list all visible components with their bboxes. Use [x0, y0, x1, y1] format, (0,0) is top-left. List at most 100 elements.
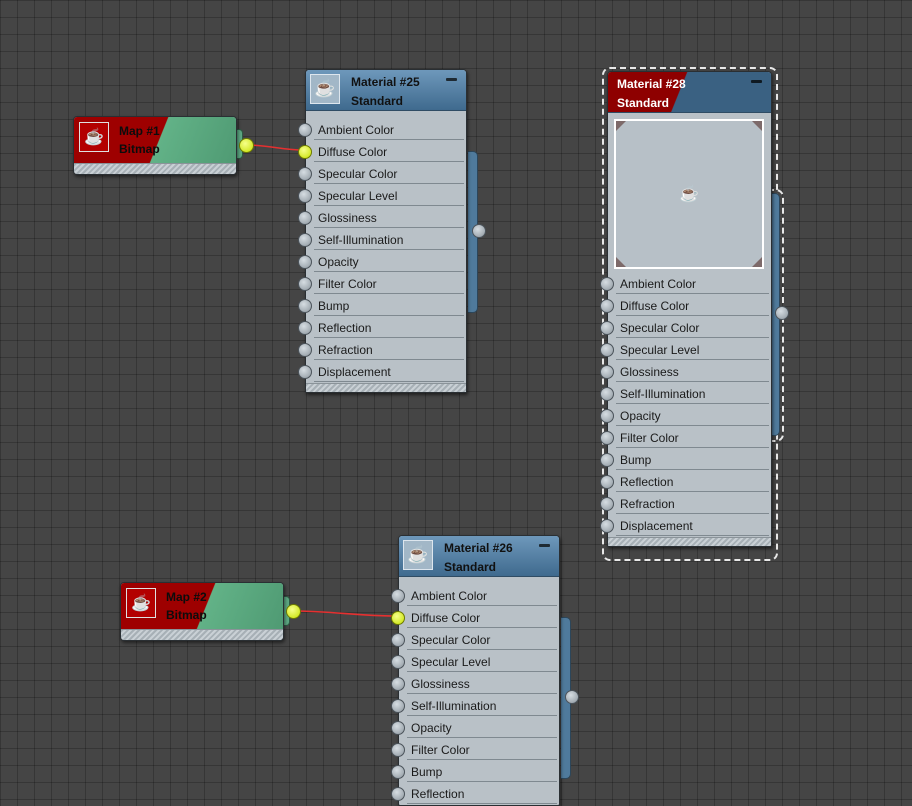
slot-self-illumination[interactable]: Self-Illumination [600, 383, 771, 405]
minimize-icon[interactable] [751, 80, 762, 83]
slot-socket[interactable] [298, 299, 312, 313]
slot-glossiness[interactable]: Glossiness [298, 207, 466, 229]
material-node-25[interactable]: ☕ Material #25 Standard Ambient Color Di… [298, 69, 467, 393]
slot-diffuse-color[interactable]: Diffuse Color [600, 295, 771, 317]
slot-filter-color[interactable]: Filter Color [298, 273, 466, 295]
slot-socket[interactable] [391, 677, 405, 691]
material-preview[interactable]: ☕ [614, 119, 764, 269]
minimize-icon[interactable] [539, 544, 550, 547]
material-node-26[interactable]: ☕ Material #26 Standard Ambient Color Di… [391, 535, 560, 806]
material28-subtitle: Standard [617, 96, 670, 110]
slot-diffuse-color[interactable]: Diffuse Color [298, 141, 466, 163]
wire-map2-to-material26[interactable] [291, 610, 397, 617]
teapot-icon: ☕ [679, 186, 699, 203]
slot-socket[interactable] [298, 233, 312, 247]
slot-specular-level[interactable]: Specular Level [391, 651, 559, 673]
slot-socket[interactable] [600, 453, 614, 467]
slot-socket[interactable] [600, 475, 614, 489]
slot-specular-level[interactable]: Specular Level [600, 339, 771, 361]
slot-reflection[interactable]: Reflection [391, 783, 559, 805]
slot-glossiness[interactable]: Glossiness [391, 673, 559, 695]
slot-socket[interactable] [298, 123, 312, 137]
minimize-icon[interactable] [446, 78, 457, 81]
slot-self-illumination[interactable]: Self-Illumination [298, 229, 466, 251]
wire-map1-to-material25[interactable] [245, 144, 305, 151]
material26-title: Material #26 [444, 541, 513, 555]
slot-socket[interactable] [298, 255, 312, 269]
slot-socket[interactable] [298, 321, 312, 335]
slot-socket[interactable] [600, 321, 614, 335]
teapot-icon: ☕ [126, 588, 156, 618]
map1-header[interactable]: ☕ Map #1 Bitmap [74, 117, 236, 163]
material26-header[interactable]: ☕ Material #26 Standard [399, 536, 559, 577]
slot-bump[interactable]: Bump [298, 295, 466, 317]
slot-glossiness[interactable]: Glossiness [600, 361, 771, 383]
slot-socket[interactable] [600, 299, 614, 313]
slot-reflection[interactable]: Reflection [298, 317, 466, 339]
slot-refraction[interactable]: Refraction [600, 493, 771, 515]
slot-filter-color[interactable]: Filter Color [391, 739, 559, 761]
slot-socket[interactable] [391, 765, 405, 779]
material28-header[interactable]: Material #28 Standard [608, 72, 771, 113]
map2-header[interactable]: ☕ Map #2 Bitmap [121, 583, 283, 629]
slot-socket[interactable] [600, 343, 614, 357]
slot-filter-color[interactable]: Filter Color [600, 427, 771, 449]
slot-specular-color[interactable]: Specular Color [600, 317, 771, 339]
slot-socket[interactable] [391, 743, 405, 757]
slot-ambient-color[interactable]: Ambient Color [391, 585, 559, 607]
material28-resize-handle[interactable] [608, 537, 771, 546]
slot-opacity[interactable]: Opacity [391, 717, 559, 739]
slot-opacity[interactable]: Opacity [600, 405, 771, 427]
slot-ambient-color[interactable]: Ambient Color [600, 273, 771, 295]
slot-socket[interactable] [391, 721, 405, 735]
slot-bump[interactable]: Bump [600, 449, 771, 471]
slot-socket[interactable] [298, 189, 312, 203]
slot-socket[interactable] [600, 365, 614, 379]
slot-refraction[interactable]: Refraction [298, 339, 466, 361]
slot-socket[interactable] [391, 633, 405, 647]
slot-socket-connected[interactable] [391, 611, 405, 625]
bitmap-node-map2[interactable]: ☕ Map #2 Bitmap [120, 582, 284, 641]
slot-bump[interactable]: Bump [391, 761, 559, 783]
material26-output-socket[interactable] [565, 690, 579, 704]
slot-ambient-color[interactable]: Ambient Color [298, 119, 466, 141]
slot-socket[interactable] [298, 211, 312, 225]
map1-output-socket[interactable] [239, 138, 254, 153]
slot-reflection[interactable]: Reflection [600, 471, 771, 493]
slot-socket[interactable] [600, 409, 614, 423]
teapot-icon: ☕ [79, 122, 109, 152]
slot-socket[interactable] [391, 589, 405, 603]
bitmap-node-map1[interactable]: ☕ Map #1 Bitmap [73, 116, 237, 175]
material26-subtitle: Standard [444, 560, 497, 574]
slot-socket[interactable] [298, 365, 312, 379]
slot-specular-color[interactable]: Specular Color [298, 163, 466, 185]
slot-socket[interactable] [298, 277, 312, 291]
slot-socket[interactable] [600, 277, 614, 291]
slot-opacity[interactable]: Opacity [298, 251, 466, 273]
slot-socket[interactable] [600, 497, 614, 511]
slot-self-illumination[interactable]: Self-Illumination [391, 695, 559, 717]
material25-subtitle: Standard [351, 94, 404, 108]
material25-header[interactable]: ☕ Material #25 Standard [306, 70, 466, 111]
slot-socket[interactable] [600, 387, 614, 401]
slot-socket[interactable] [391, 655, 405, 669]
material25-output-socket[interactable] [472, 224, 486, 238]
slot-specular-color[interactable]: Specular Color [391, 629, 559, 651]
material28-output-socket[interactable] [775, 306, 789, 320]
slot-socket[interactable] [600, 519, 614, 533]
map1-resize-handle[interactable] [74, 163, 236, 174]
slot-displacement[interactable]: Displacement [298, 361, 466, 383]
slot-socket[interactable] [391, 699, 405, 713]
material-node-28[interactable]: Material #28 Standard ☕ Ambient Color Di… [600, 71, 772, 547]
slot-specular-level[interactable]: Specular Level [298, 185, 466, 207]
map2-resize-handle[interactable] [121, 629, 283, 640]
slot-displacement[interactable]: Displacement [600, 515, 771, 537]
slot-socket-connected[interactable] [298, 145, 312, 159]
slot-socket[interactable] [298, 167, 312, 181]
map2-output-socket[interactable] [286, 604, 301, 619]
material25-resize-handle[interactable] [306, 383, 466, 392]
slot-socket[interactable] [391, 787, 405, 801]
slot-socket[interactable] [298, 343, 312, 357]
slot-socket[interactable] [600, 431, 614, 445]
slot-diffuse-color[interactable]: Diffuse Color [391, 607, 559, 629]
